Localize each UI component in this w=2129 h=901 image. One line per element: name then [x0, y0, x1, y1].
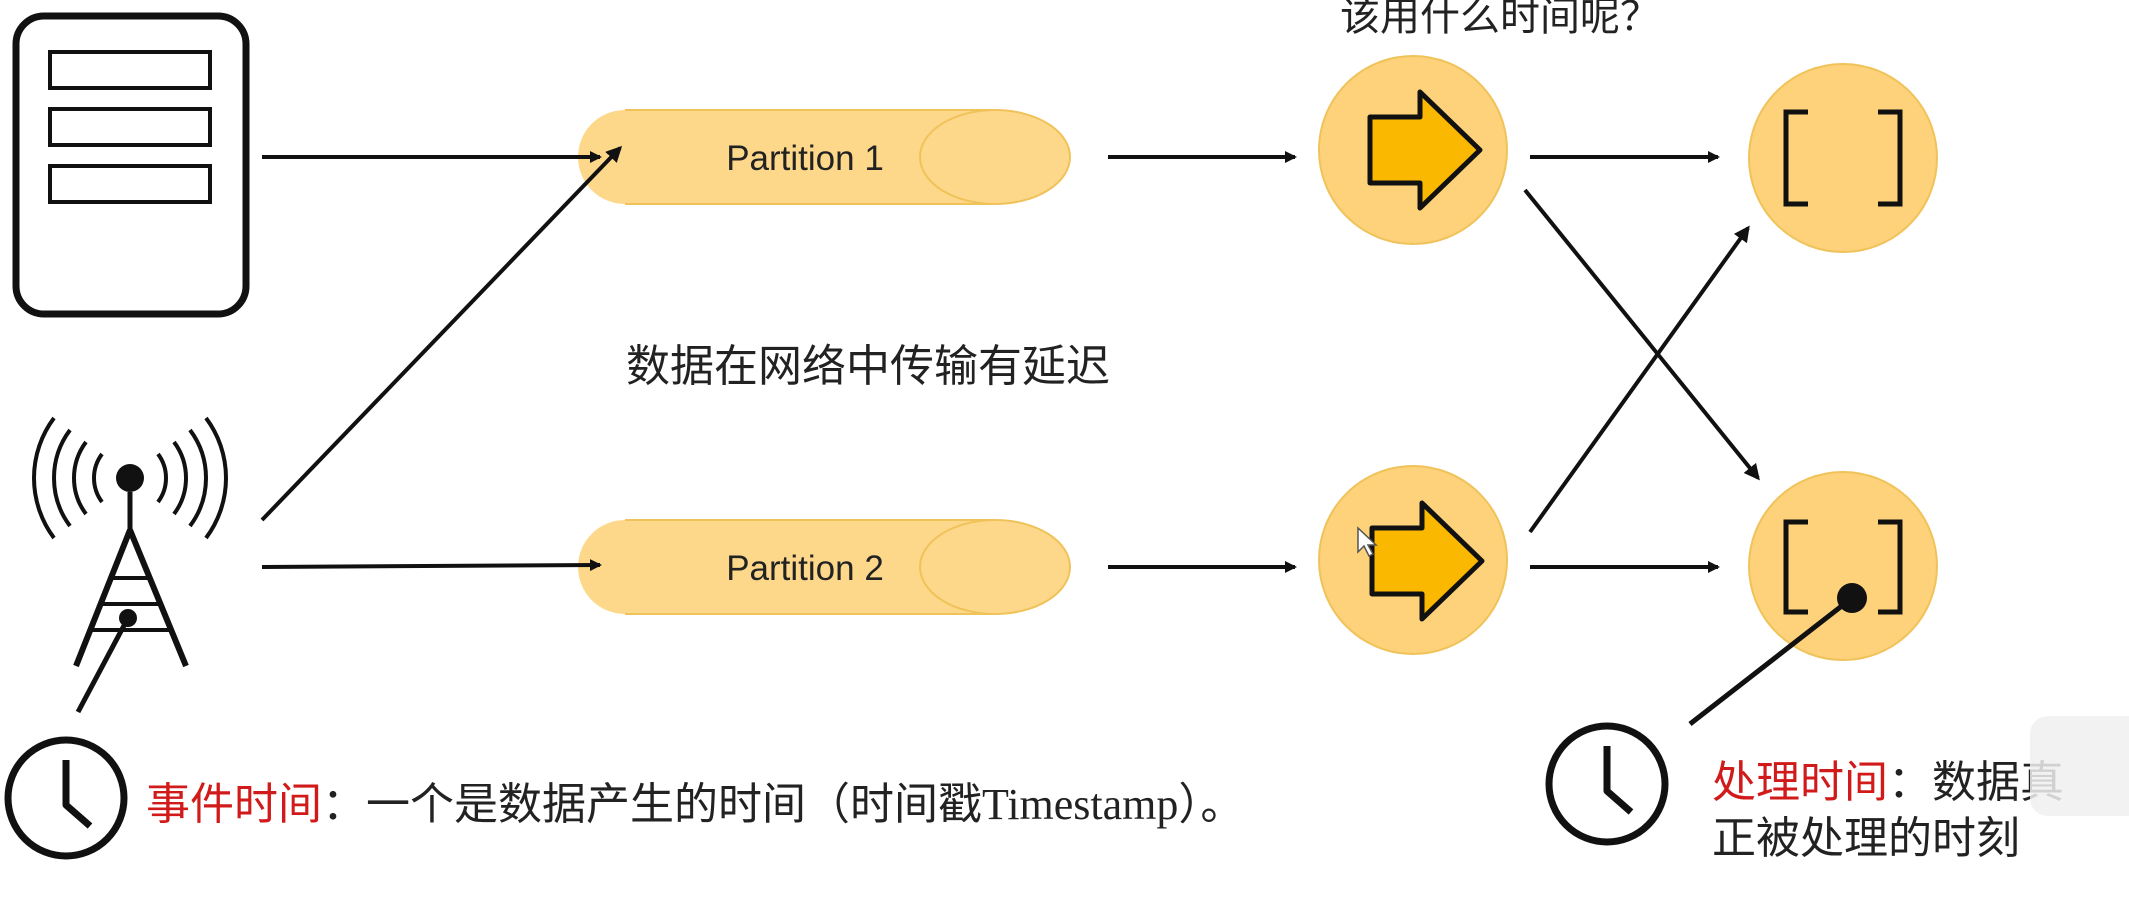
processing-time-caption: 处理时间：数据真 — [1712, 746, 2064, 810]
mouse-cursor-icon — [1357, 526, 1378, 558]
server-icon — [12, 12, 250, 318]
processing-time-label: 处理时间 — [1712, 757, 1888, 808]
clock-icon — [1545, 722, 1669, 846]
arrow-operator-icon — [1318, 465, 1508, 655]
processing-time-separator: ： — [1888, 757, 1932, 808]
event-time-separator: ： — [322, 779, 366, 830]
arrow-operator-icon — [1318, 55, 1508, 245]
antenna-tower-icon — [32, 416, 228, 714]
event-time-desc: 一个是数据产生的时间（时间戳Timestamp）。 — [366, 780, 1245, 829]
partition-2-cylinder — [578, 519, 1071, 615]
floating-widget[interactable] — [2030, 716, 2129, 816]
clock-icon — [4, 736, 128, 860]
event-time-caption: 事件时间：一个是数据产生的时间（时间戳Timestamp）。 — [146, 768, 1244, 832]
window-sink-icon — [1688, 471, 1938, 726]
partition-1-label: Partition 1 — [726, 139, 884, 178]
network-delay-caption: 数据在网络中传输有延迟 — [626, 341, 1110, 392]
flow-arrows — [260, 145, 1760, 573]
window-sink-icon — [1748, 63, 1938, 253]
event-time-label: 事件时间 — [146, 779, 322, 830]
processing-time-desc-line2: 正被处理的时刻 — [1712, 813, 2020, 864]
partition-2-label: Partition 2 — [726, 549, 884, 588]
top-question: 该用什么时间呢？ — [1340, 0, 1660, 40]
partition-1-cylinder — [578, 109, 1071, 205]
